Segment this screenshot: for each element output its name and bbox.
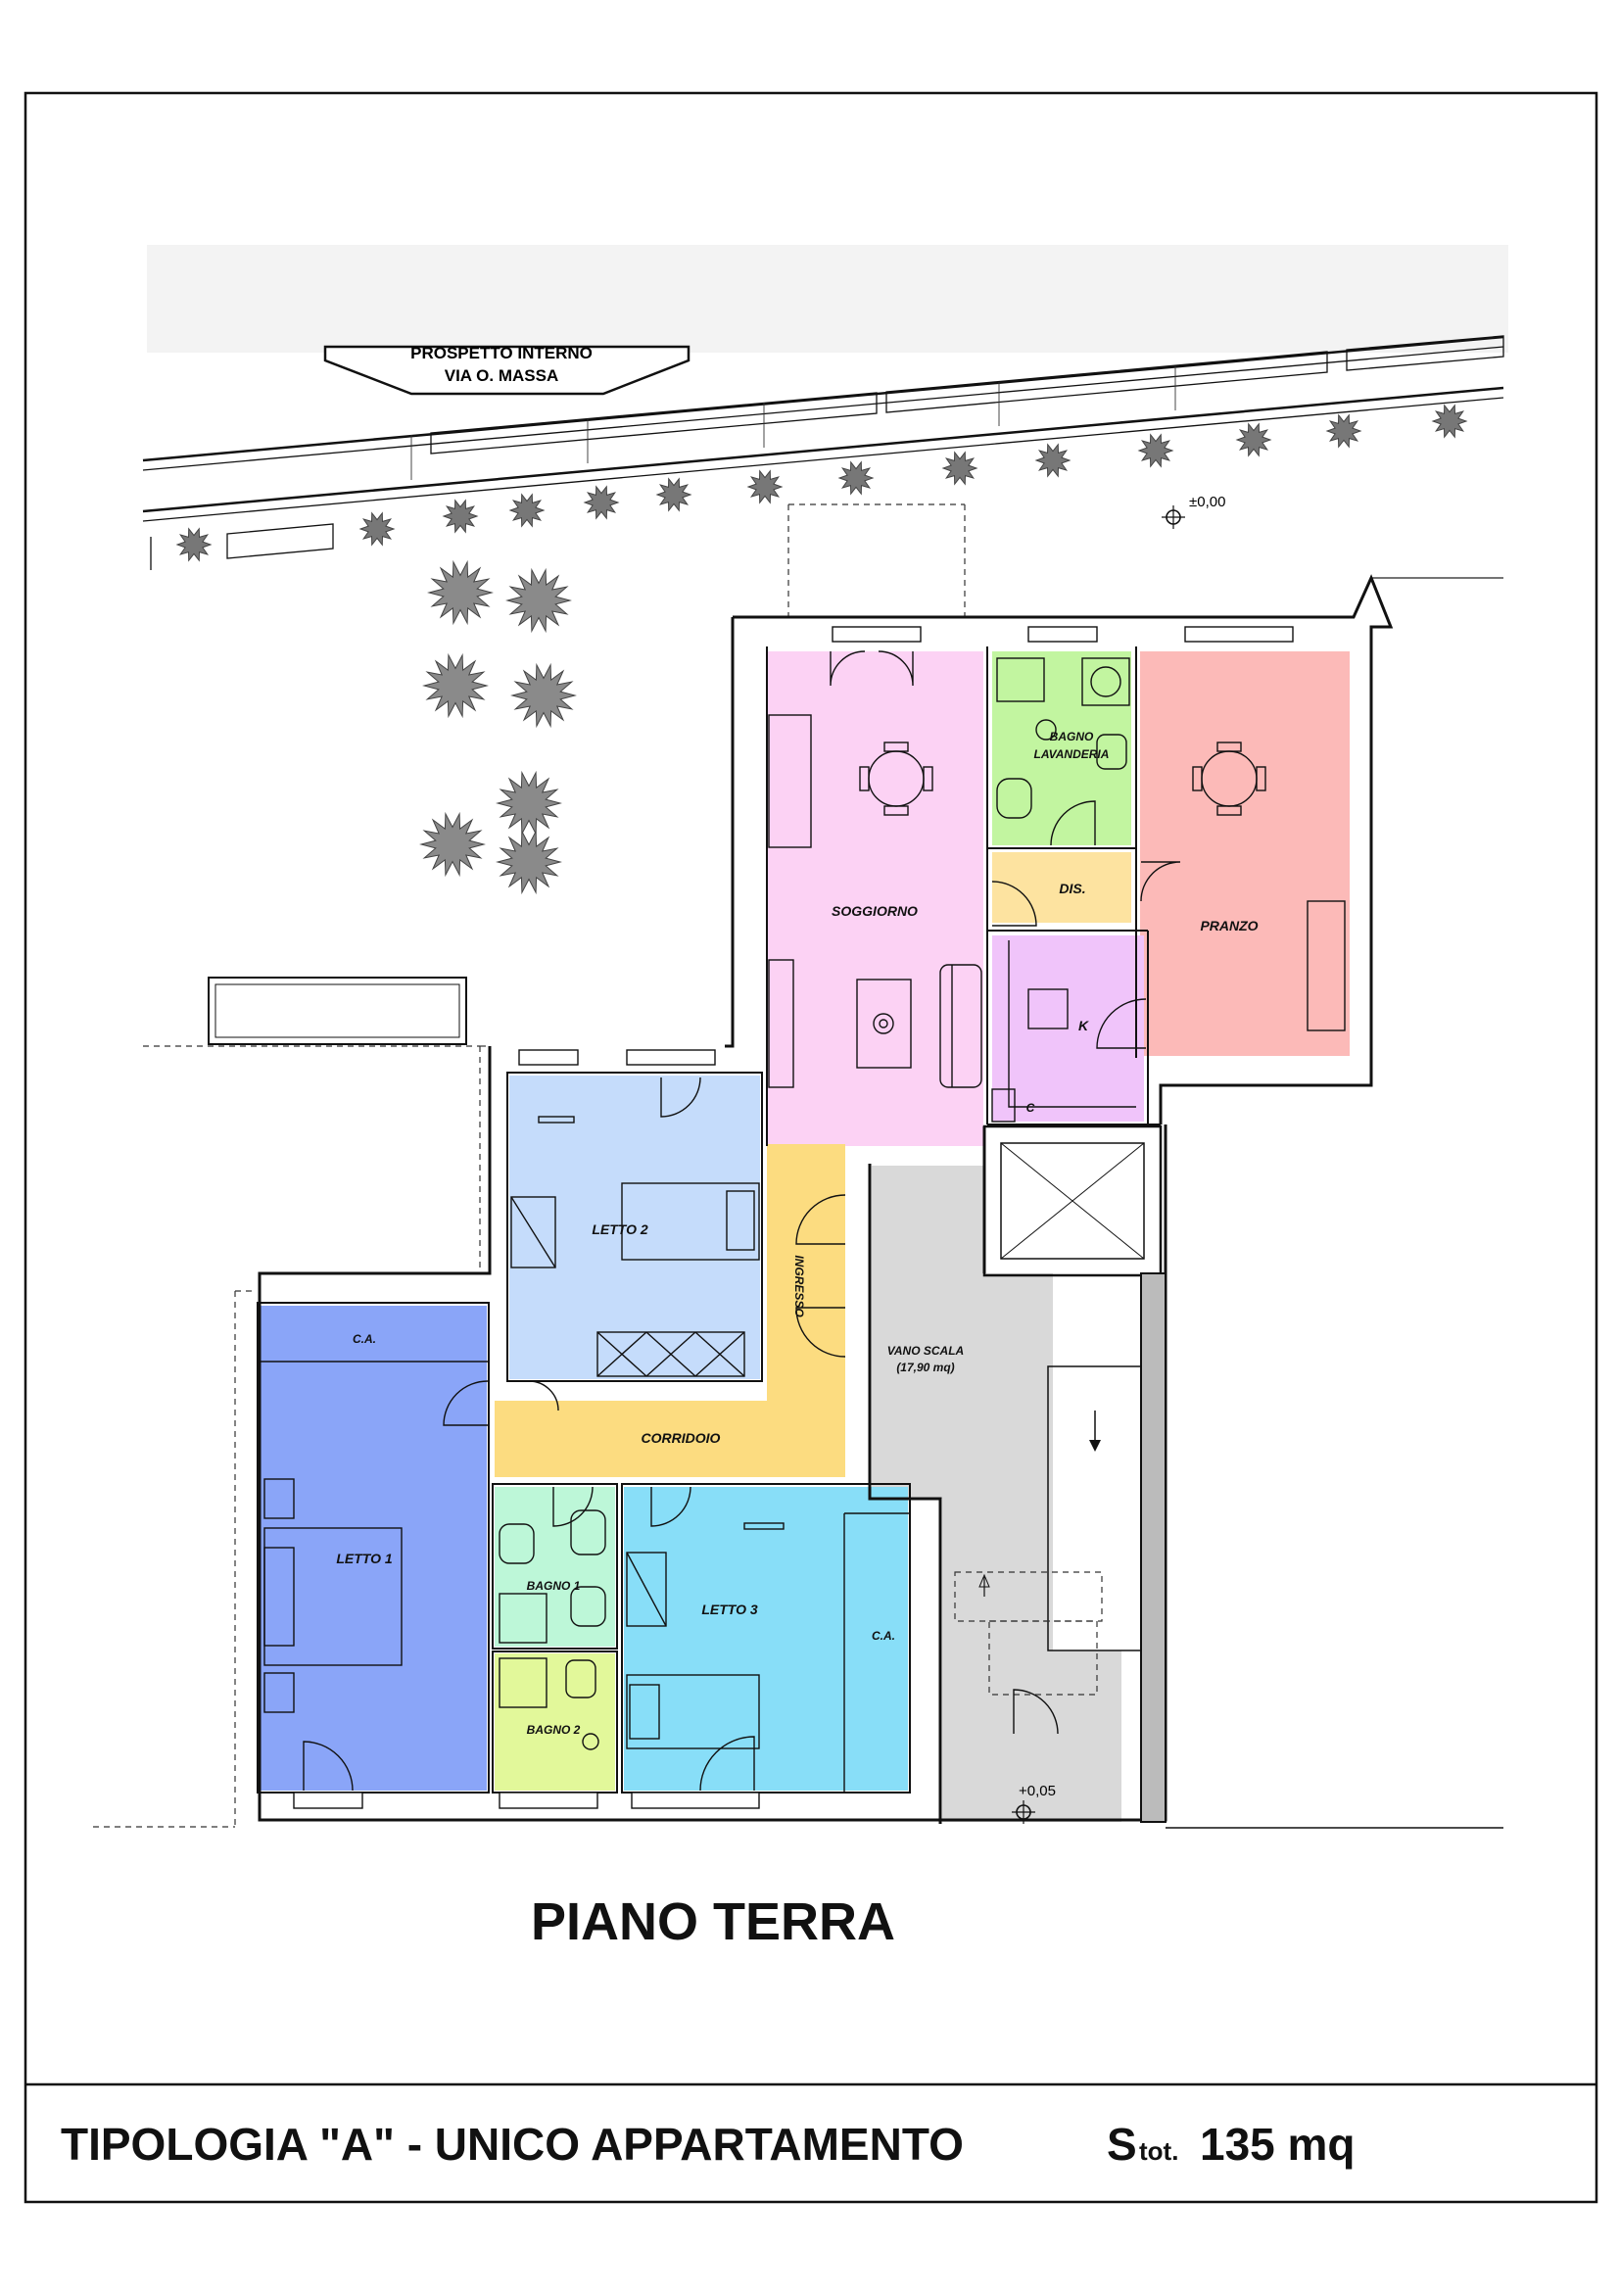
walls xyxy=(257,574,1394,1824)
furniture xyxy=(258,657,1346,1750)
shrub xyxy=(1034,443,1071,478)
facade-direction-arrow: PROSPETTO INTERNO VIA O. MASSA xyxy=(323,344,690,396)
background-hatch xyxy=(147,245,1508,353)
label-bagno-lav-1: BAGNO xyxy=(1050,730,1094,743)
ornamental-plant xyxy=(510,662,577,729)
label-ingresso: INGRESSO xyxy=(792,1255,806,1317)
ornamental-plant xyxy=(419,811,486,878)
ornamental-plant xyxy=(505,567,572,634)
shrub xyxy=(508,493,546,528)
label-bagno-lav-2: LAVANDERIA xyxy=(1034,747,1110,761)
shrub xyxy=(358,511,396,547)
footer: TIPOLOGIA "A" - UNICO APPARTAMENTO S tot… xyxy=(61,2119,1356,2170)
room-labels: SOGGIORNO BAGNO LAVANDERIA DIS. PRANZO K… xyxy=(336,730,1258,1737)
label-vano-scala-area: (17,90 mq) xyxy=(896,1361,954,1374)
shrub xyxy=(1325,413,1362,449)
street-boundary xyxy=(93,335,1504,1828)
room-bagno-lavanderia xyxy=(992,651,1131,845)
room-letto1 xyxy=(260,1306,487,1791)
label-k: K xyxy=(1078,1018,1089,1033)
ornamental-plant xyxy=(496,770,562,837)
floor-title: PIANO TERRA xyxy=(531,1892,895,1951)
label-pranzo: PRANZO xyxy=(1200,918,1258,933)
label-letto3: LETTO 3 xyxy=(701,1602,758,1617)
level-marker-stair: +0,05 xyxy=(1012,1783,1056,1824)
footer-s-subscript: tot. xyxy=(1139,2136,1178,2166)
shrub xyxy=(175,527,213,562)
shrub xyxy=(1137,433,1174,468)
room-soggiorno xyxy=(767,651,983,1146)
footer-area: 135 mq xyxy=(1200,2119,1356,2170)
shrub xyxy=(442,499,479,534)
planter-bench xyxy=(208,977,467,1045)
label-corridoio: CORRIDOIO xyxy=(642,1430,721,1446)
label-bagno2: BAGNO 2 xyxy=(527,1723,581,1737)
shrub xyxy=(941,451,978,486)
shrub xyxy=(1235,422,1272,457)
footer-s-symbol: S xyxy=(1107,2119,1137,2170)
doors xyxy=(303,650,1181,1792)
label-vano-scala: VANO SCALA xyxy=(887,1344,964,1358)
room-bagno1 xyxy=(495,1487,615,1647)
ornamental-plant xyxy=(496,829,562,895)
label-letto1: LETTO 1 xyxy=(336,1551,393,1566)
windows xyxy=(293,626,1294,1809)
room-fills xyxy=(260,651,1350,1822)
label-ca-right: C.A. xyxy=(872,1629,895,1643)
level-stair-label: +0,05 xyxy=(1019,1783,1056,1799)
staircase xyxy=(954,1365,1142,1696)
room-ingresso-corridoio xyxy=(495,1144,845,1477)
sheet-border xyxy=(24,91,1598,2204)
label-c: C xyxy=(1026,1101,1035,1115)
level-street-label: ±0,00 xyxy=(1189,494,1225,510)
shrub xyxy=(655,477,692,512)
shrub xyxy=(837,460,875,496)
ornamental-plant xyxy=(427,559,494,626)
shrub xyxy=(746,469,784,504)
room-letto3 xyxy=(624,1487,908,1791)
label-dis: DIS. xyxy=(1059,881,1085,896)
label-bagno1: BAGNO 1 xyxy=(527,1579,581,1593)
arrow-label-line1: PROSPETTO INTERNO xyxy=(410,344,593,362)
room-bagno2 xyxy=(495,1653,615,1791)
room-letto2 xyxy=(509,1076,760,1379)
ornamental-plant xyxy=(422,652,489,719)
shrub xyxy=(1431,404,1468,439)
label-letto2: LETTO 2 xyxy=(592,1221,648,1237)
footer-title: TIPOLOGIA "A" - UNICO APPARTAMENTO xyxy=(61,2119,964,2170)
room-pranzo xyxy=(1140,651,1350,1056)
room-vano-scala xyxy=(872,1166,1121,1822)
level-marker-street: ±0,00 xyxy=(1162,494,1225,529)
arrow-label-line2: VIA O. MASSA xyxy=(445,366,559,385)
ornamental-plants xyxy=(419,559,577,895)
shrub xyxy=(583,485,620,520)
shrub-row xyxy=(175,404,1468,562)
label-soggiorno: SOGGIORNO xyxy=(832,903,918,919)
label-ca-top: C.A. xyxy=(353,1332,376,1346)
